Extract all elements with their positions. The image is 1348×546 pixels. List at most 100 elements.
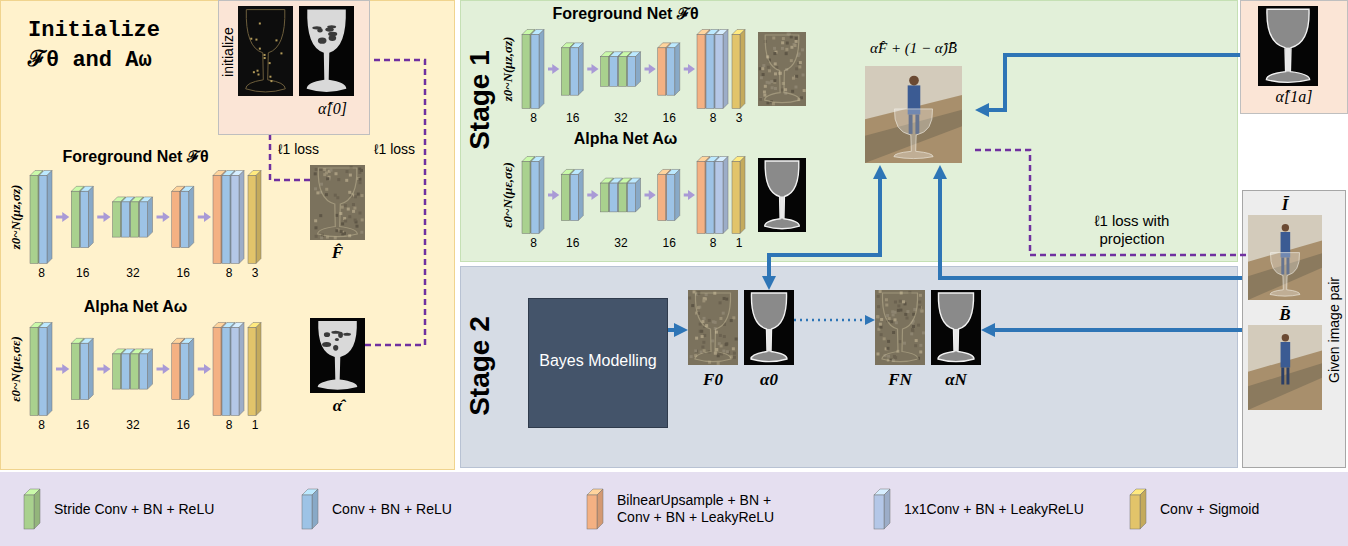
foreground-image (348, 191, 351, 194)
foreground-image (875, 290, 925, 365)
foreground-image (701, 346, 704, 349)
flow-arrow (688, 190, 695, 200)
alpha-matte-image (317, 28, 322, 33)
foreground-image (876, 315, 879, 318)
foreground-image (800, 96, 803, 99)
flow-arrow (104, 212, 111, 222)
node-text: F0 (703, 370, 723, 390)
foreground-image (335, 229, 338, 232)
foreground-image (733, 356, 736, 359)
foreground-image (275, 39, 277, 41)
foreground-image (238, 6, 293, 96)
legend-swatch (1130, 495, 1140, 529)
foreground-image (725, 298, 728, 301)
node-text: Given image pair (1326, 277, 1342, 383)
flow-arrow (688, 64, 695, 74)
foreground-image (349, 174, 352, 177)
foreground-image (733, 352, 736, 355)
foreground-image (899, 340, 902, 343)
init-target-box: initializeα̂[0] (218, 0, 370, 135)
foreground-image (774, 72, 777, 75)
network-blocks (148, 349, 153, 389)
network-blocks (667, 48, 675, 95)
node-text: Alpha Net Aω (574, 130, 678, 148)
node-text: α̂F̂ + (1 − α̂)B̄ (870, 40, 957, 57)
foreground-image (264, 54, 266, 56)
foreground-image (795, 75, 798, 78)
foreground-image (920, 309, 923, 312)
network-blocks (181, 343, 189, 399)
image-tile: α0 (744, 290, 794, 392)
connectors (270, 55, 1248, 345)
foreground-image (904, 313, 907, 316)
node-text: Initialize ℱθ and Aω (28, 16, 183, 76)
legend-swatch (585, 486, 609, 532)
foreground-image (320, 183, 323, 186)
network-blocks (39, 328, 47, 416)
flow-arrow (56, 212, 69, 222)
photo-image (894, 109, 933, 159)
network-blocks (30, 328, 38, 416)
foreground-image (250, 38, 252, 40)
foreground-image (785, 48, 788, 51)
alpha-matte-image (1266, 9, 1309, 82)
node-text: FN (888, 370, 912, 390)
flow-arrow (56, 364, 69, 374)
node-text: Alpha Net Aω (84, 298, 188, 316)
foreground-image (691, 304, 694, 307)
foreground-image (912, 325, 915, 328)
network-blocks (181, 191, 189, 247)
layer-count: 8 (226, 266, 233, 280)
network-blocks (723, 30, 728, 109)
layer-count: 16 (663, 236, 676, 250)
foreground-image (238, 6, 293, 96)
network-blocks (658, 174, 666, 220)
image-tile: Ī (1248, 195, 1322, 300)
legend-swatch (1128, 486, 1152, 532)
network-blocks (113, 202, 121, 237)
alpha-matte-image (751, 293, 787, 362)
alpha-matte-image (324, 332, 330, 337)
foreground-image (735, 338, 738, 341)
flow-arrow (940, 173, 1242, 278)
foreground-image (790, 59, 793, 62)
foreground-image (763, 90, 766, 93)
foreground-image (786, 42, 789, 45)
foreground-image (253, 71, 255, 73)
foreground-image (880, 333, 883, 336)
foreground-image (318, 168, 358, 237)
foreground-image (269, 76, 271, 78)
network-blocks (30, 323, 261, 416)
foreground-image (314, 219, 317, 222)
foreground-image (703, 349, 706, 352)
foreground-image (717, 362, 720, 365)
foreground-image (719, 317, 722, 320)
network-blocks (88, 186, 93, 247)
network-blocks (30, 171, 261, 264)
foreground-image (718, 342, 721, 345)
foreground-image (902, 300, 905, 303)
flow-arrow (62, 212, 69, 222)
layer-count: 32 (126, 418, 139, 432)
node-text: initialize (220, 27, 236, 77)
photo-image (865, 66, 962, 163)
foreground-image (888, 317, 891, 320)
legend-swatch (302, 495, 312, 529)
network-blocks (706, 162, 714, 234)
foreground-image (346, 170, 349, 173)
flow-arrow (592, 64, 599, 74)
foreground-image (798, 65, 801, 68)
network-blocks (706, 35, 714, 109)
photo-image (1248, 325, 1322, 410)
network-blocks (740, 30, 745, 109)
legend-swatch (300, 486, 324, 532)
foreground-image (876, 315, 879, 318)
foreground-image (310, 165, 365, 240)
foreground-image (319, 214, 322, 217)
network-blocks (675, 43, 680, 95)
foreground-image (795, 37, 798, 40)
flow-arrow (198, 216, 205, 219)
legend-item: Conv + Sigmoid (1128, 480, 1348, 538)
legend-band (0, 472, 1348, 546)
